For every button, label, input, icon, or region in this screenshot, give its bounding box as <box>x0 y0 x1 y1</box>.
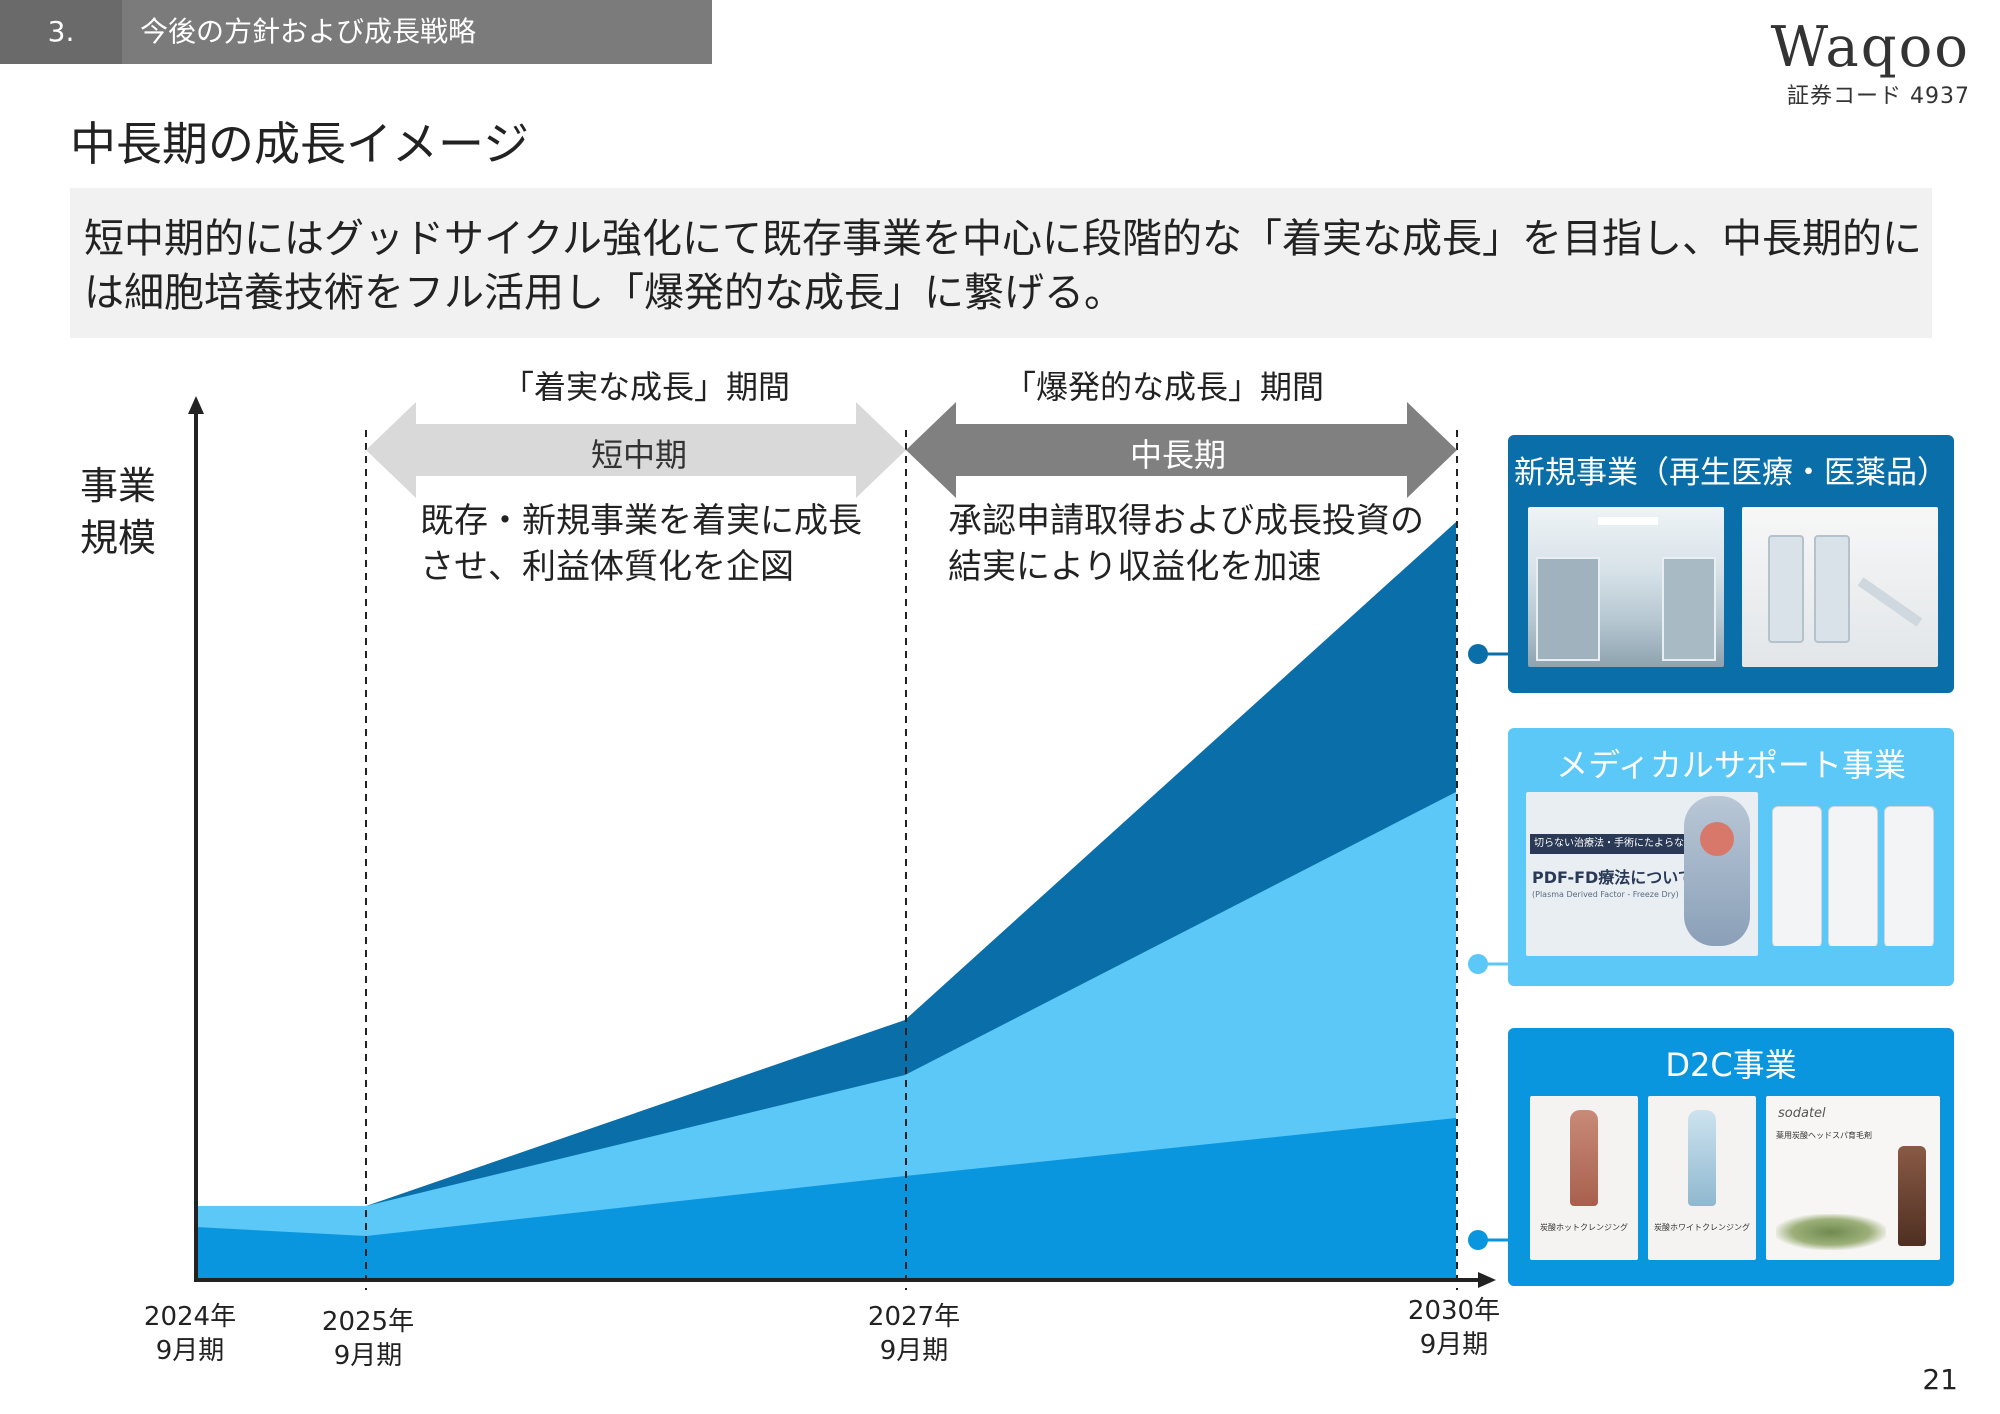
hot-cleansing-label: 炭酸ホットクレンジング <box>1540 1223 1628 1232</box>
x-label-2024-year: 2024年 <box>143 1302 237 1332</box>
d2c-panel: D2C事業 炭酸ホットクレンジング 炭酸ホワイトクレンジング sodatel 薬… <box>1508 1028 1954 1286</box>
x-label-2027: 2027年 9月期 <box>844 1300 984 1368</box>
logo-text: Waqoo <box>1770 15 1970 80</box>
vial-2 <box>1814 535 1850 643</box>
lab-bench-left <box>1536 557 1600 661</box>
vials-photo <box>1742 507 1938 667</box>
x-label-2025: 2025年 9月期 <box>298 1305 438 1373</box>
explosive-growth-description: 承認申請取得および成長投資の結実により収益化を加速 <box>948 501 1424 587</box>
company-logo: Waqoo 証券コード 4937 <box>1771 18 1970 110</box>
hot-cleansing-product: 炭酸ホットクレンジング <box>1530 1096 1638 1260</box>
pdf-bottles <box>1770 806 1936 946</box>
page-number: 21 <box>1922 1363 1958 1396</box>
summary-box: 短中期的にはグッドサイクル強化にて既存事業を中心に段階的な「着実な成長」を目指し… <box>70 188 1932 338</box>
section-number: 3. <box>0 0 122 64</box>
y-axis-label: 事業規模 <box>80 464 157 560</box>
pdf-subtitle: (Plasma Derived Factor - Freeze Dry) <box>1532 890 1679 899</box>
medical-support-panel: メディカルサポート事業 切らない治療法・手術にたよらない PDF-FD療法につい… <box>1508 728 1954 986</box>
white-cleansing-product: 炭酸ホワイトクレンジング <box>1648 1096 1756 1260</box>
x-label-2027-period: 9月期 <box>879 1336 949 1366</box>
knee-highlight <box>1700 822 1734 856</box>
x-label-2025-period: 9月期 <box>333 1341 403 1371</box>
knee-illustration <box>1684 796 1750 946</box>
summary-text: 短中期的にはグッドサイクル強化にて既存事業を中心に段階的な「着実な成長」を目指し… <box>84 216 1922 316</box>
section-header: 3. 今後の方針および成長戦略 <box>0 0 712 64</box>
section-title: 今後の方針および成長戦略 <box>140 15 477 48</box>
steady-growth-description: 既存・新規事業を着実に成長させ、利益体質化を企図 <box>420 501 862 587</box>
x-label-2030-year: 2030年 <box>1407 1296 1501 1326</box>
steady-growth-period-label: 「着実な成長」期間 <box>502 368 791 406</box>
explosive-growth-period-label: 「爆発的な成長」期間 <box>1004 368 1325 406</box>
pdf-fd-flyer: 切らない治療法・手術にたよらない PDF-FD療法について (Plasma De… <box>1526 792 1758 956</box>
x-label-2024: 2024年 9月期 <box>120 1300 260 1368</box>
connector-dot-d2c <box>1468 1230 1488 1250</box>
lab-photo <box>1528 507 1724 667</box>
sodate-product: sodatel 薬用炭酸ヘッドスパ育毛剤 <box>1766 1096 1940 1260</box>
d2c-title: D2C事業 <box>1665 1046 1797 1084</box>
x-label-2027-year: 2027年 <box>867 1302 961 1332</box>
lab-ceiling-light <box>1598 517 1658 525</box>
sodate-brand: sodatel <box>1778 1106 1826 1121</box>
mid-long-term-arrow <box>906 402 1457 498</box>
y-axis-arrow <box>188 396 204 414</box>
vial-1 <box>1768 535 1804 643</box>
medical-support-title: メディカルサポート事業 <box>1556 746 1906 784</box>
sodate-bottle <box>1898 1146 1926 1246</box>
pdf-banner: 切らない治療法・手術にたよらない <box>1530 834 1704 854</box>
mid-long-term-label: 中長期 <box>1130 436 1227 474</box>
short-mid-term-arrow <box>366 402 906 498</box>
area-d2c <box>196 1118 1456 1280</box>
hot-cleansing-bottle <box>1570 1110 1598 1206</box>
sodate-product-name: 薬用炭酸ヘッドスパ育毛剤 <box>1776 1131 1872 1140</box>
white-cleansing-bottle <box>1688 1110 1716 1206</box>
x-label-2030-period: 9月期 <box>1419 1330 1489 1360</box>
herb-decoration <box>1776 1214 1886 1250</box>
white-cleansing-label: 炭酸ホワイトクレンジング <box>1654 1223 1750 1232</box>
stock-code: 証券コード 4937 <box>1787 84 1970 109</box>
connector-dot-medical <box>1468 954 1488 974</box>
x-label-2025-year: 2025年 <box>321 1307 415 1337</box>
connector-dot-new-business <box>1468 644 1488 664</box>
new-business-title: 新規事業（再生医療・医薬品） <box>1514 455 1948 491</box>
x-label-2030: 2030年 9月期 <box>1384 1294 1524 1362</box>
pdf-title: PDF-FD療法について <box>1532 868 1694 887</box>
page-title: 中長期の成長イメージ <box>70 117 530 171</box>
x-label-2024-period: 9月期 <box>155 1336 225 1366</box>
short-mid-term-label: 短中期 <box>591 436 688 474</box>
bottle-2 <box>1828 806 1878 946</box>
new-business-panel: 新規事業（再生医療・医薬品） <box>1508 435 1954 693</box>
syringe <box>1857 577 1923 627</box>
bottle-3 <box>1884 806 1934 946</box>
bottle-1 <box>1772 806 1822 946</box>
x-axis-arrow <box>1478 1272 1496 1288</box>
lab-bench-right <box>1662 557 1716 661</box>
